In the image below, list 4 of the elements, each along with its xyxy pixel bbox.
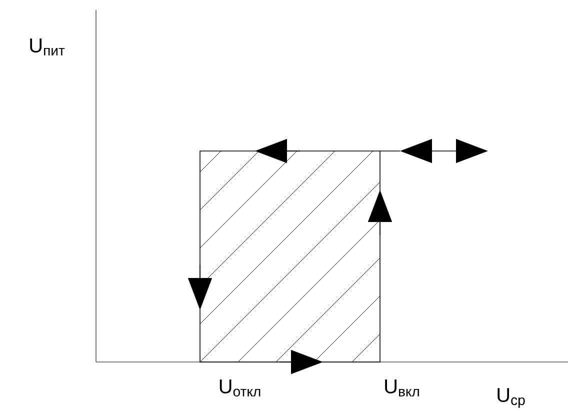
axis-label: U$_{ср}$ (498, 388, 525, 408)
axis-label: U$_{пит}$ (30, 38, 65, 56)
axis-label: U$_{откл}$ (220, 379, 260, 396)
axis-label: U$_{вкл}$ (385, 379, 419, 396)
